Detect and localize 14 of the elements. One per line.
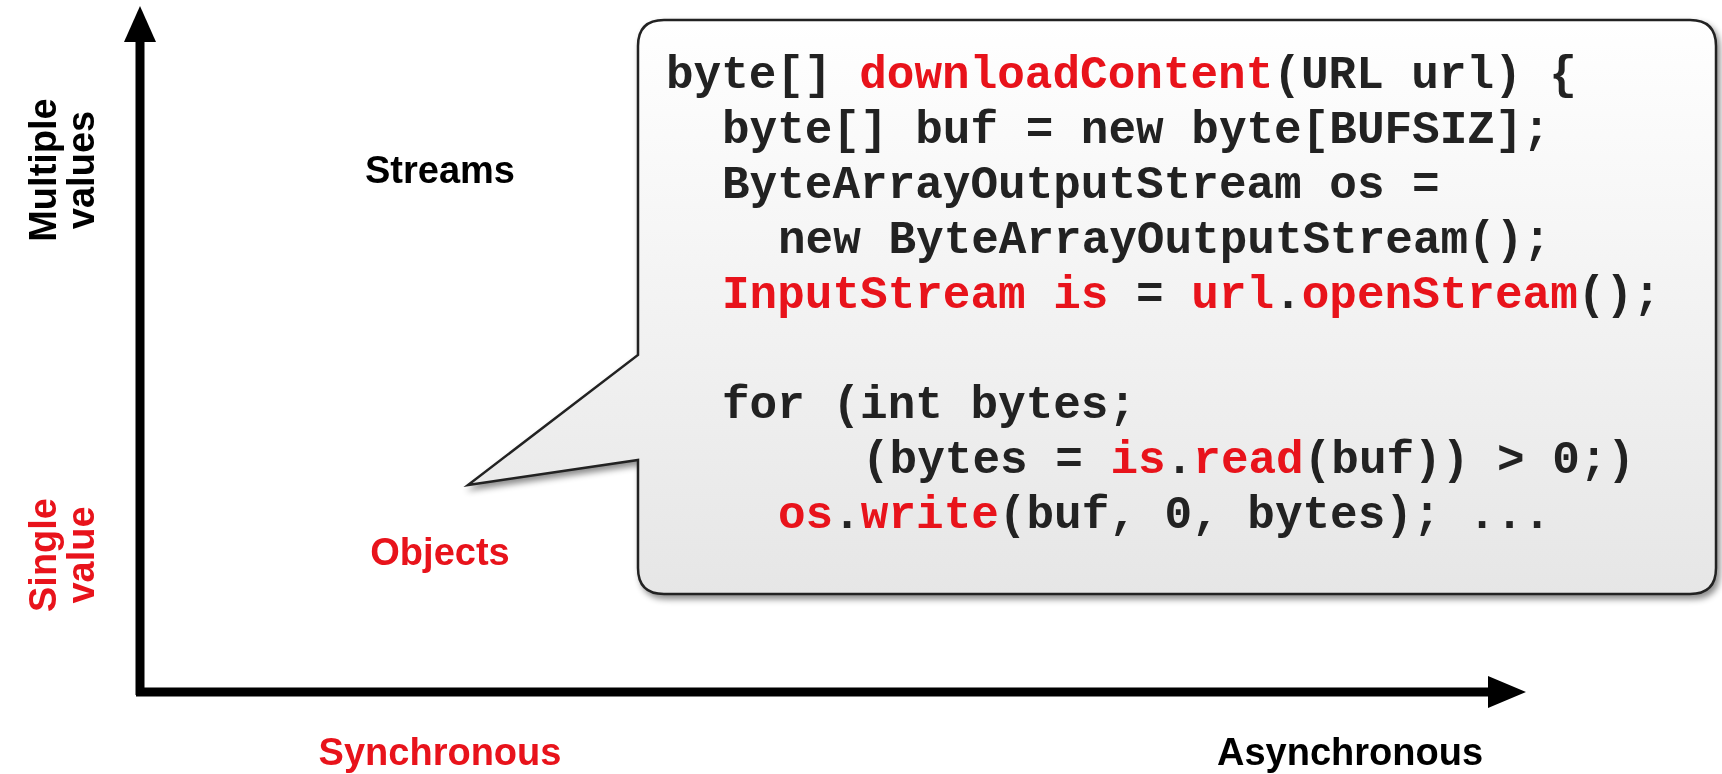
code-line: (bytes = is.read(buf)) > 0;) [862,435,1635,487]
quadrant-label: Objects [370,530,510,574]
code-line: ByteArrayOutputStream os = [722,160,1440,212]
code-line: byte[] downloadContent(URL url) { [666,50,1577,102]
code-line: new ByteArrayOutputStream(); [778,215,1551,267]
axis-label: Asynchronous [1217,730,1483,774]
code-line: os.write(buf, 0, bytes); ... [778,490,1551,542]
code-line: for (int bytes; [722,380,1137,432]
axis-label: Single value [24,497,100,614]
code-line: InputStream is = url.openStream(); [722,270,1661,322]
quadrant-label: Streams [365,148,515,192]
axis-label: Synchronous [318,730,562,774]
axis-label: Multiple values [24,97,100,244]
code-line: byte[] buf = new byte[BUFSIZ]; [722,105,1551,157]
